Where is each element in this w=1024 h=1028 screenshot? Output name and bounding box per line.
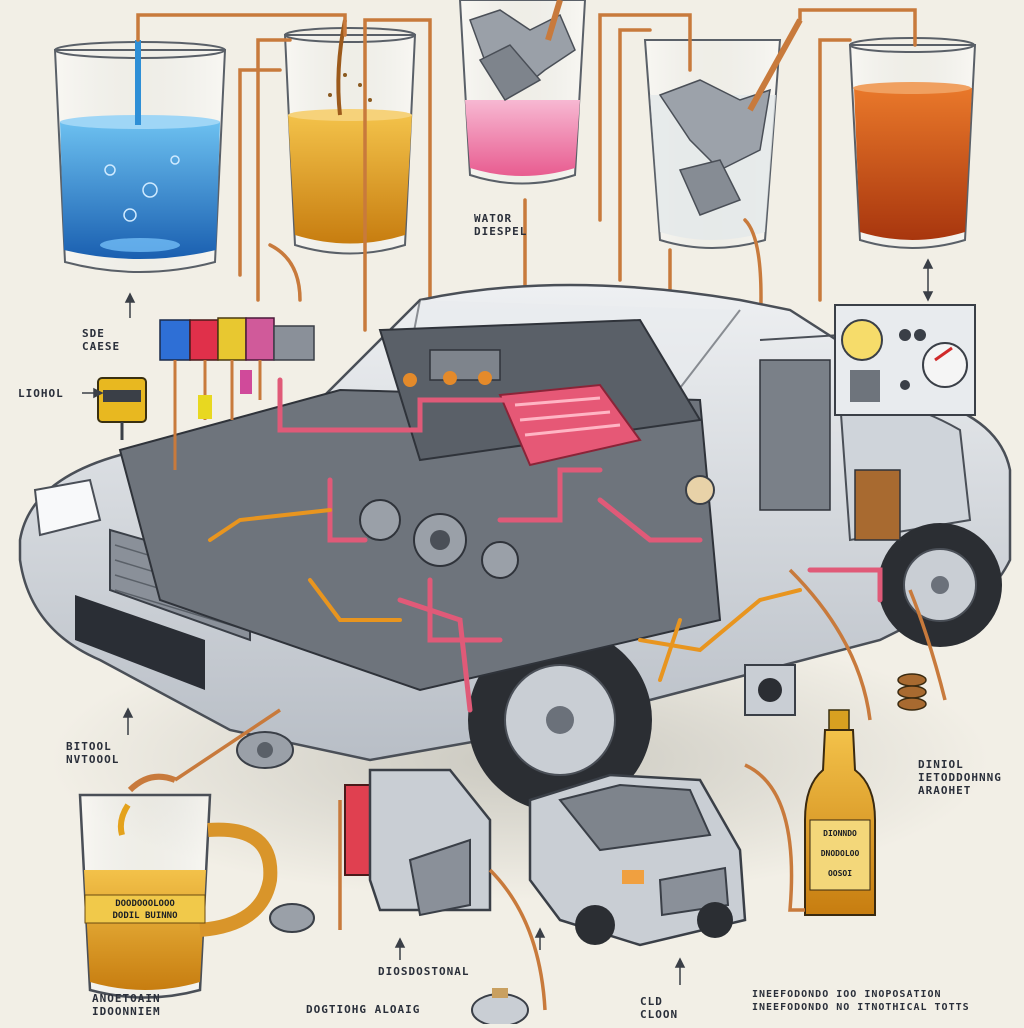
rear-wheel — [878, 523, 1002, 647]
label-sde-caese-line2: CAESE — [82, 340, 121, 353]
jug-label-line1: DOODOOOLOOO — [115, 899, 175, 909]
label-bitool-line2: NVTOOOL — [66, 753, 120, 766]
label-liohol-text: LIOHOL — [18, 387, 64, 400]
label-dinol-line1: DINIOL — [918, 758, 964, 771]
gauge-panel — [834, 304, 976, 416]
label-dinol: DINIOL IETODDOHNNG ARAOHET — [918, 758, 1002, 797]
label-bottom-left-line2: IDOONNIEM — [92, 1005, 161, 1018]
label-water-diesel-line2: DIESPEL — [474, 225, 528, 238]
label-liohol: LIOHOL — [18, 387, 64, 400]
speaker-box — [744, 664, 796, 716]
bottle-label-line2: DNODOLOO — [821, 849, 860, 858]
label-bottom-cld: CLD CLOON — [640, 995, 678, 1021]
front-wheel — [468, 628, 652, 812]
coil-spring — [897, 673, 927, 711]
oil-bottle: DIONNDO DNODOLOO OOSOI — [744, 568, 947, 916]
pink-coolant-pipes — [277, 377, 883, 713]
label-bitool: BITOOL NVTOOOL — [66, 740, 119, 766]
glass-clear-ice — [643, 18, 803, 249]
label-bitool-line1: BITOOL — [66, 740, 112, 753]
copper-pipes-top — [136, 8, 917, 382]
bottle-label-line3: OOSOI — [828, 869, 852, 878]
mini-truck — [528, 773, 747, 947]
bottle-label-line1: DIONNDO — [823, 829, 857, 838]
teapot-valve — [471, 988, 529, 1027]
yellow-meter — [97, 377, 147, 440]
label-sde-caese-line1: SDE — [82, 327, 105, 340]
label-bottom-left-line1: ANOETOAIN — [92, 992, 161, 1005]
label-bottom-left: ANOETOAIN IDOONNIEM — [92, 992, 161, 1018]
label-bottom-right-line2: INEEFODONDO NO ITNOTHICAL TOTTS — [752, 1002, 970, 1013]
orange-fuel-lines — [208, 508, 802, 682]
label-bottom-mid: DOGTIOHG ALOAIG — [306, 1003, 420, 1016]
label-dinol-line3: ARAOHET — [918, 784, 972, 797]
glass-amber-fuel — [283, 19, 417, 255]
measuring-jug: DOODOOOLOOO DODIL BUINNO — [78, 708, 281, 999]
jet-fan — [236, 731, 315, 933]
label-bottom-right: INEEFODONDO IOO INOPOSATION INEEFODONDO … — [752, 988, 970, 1014]
label-dinol-line2: IETODDOHNNG — [918, 771, 1002, 784]
jug-label-line2: DODIL BUINNO — [112, 911, 178, 921]
label-bottom-right-line1: INEEFODONDO IOO INOPOSATION — [752, 989, 942, 1000]
label-water-diesel-line1: WATOR — [474, 212, 513, 225]
glass-pink-ice — [458, 0, 587, 185]
label-bottom-center-text: DIOSDOSTONAL — [378, 965, 470, 978]
sensor-cluster — [159, 317, 315, 470]
engine-block — [118, 318, 901, 692]
label-sde-caese: SDE CAESE — [82, 327, 120, 353]
glass-blue-water — [53, 40, 227, 273]
label-water-diesel: WATOR DIESPEL — [474, 212, 527, 238]
glass-rust-oil — [848, 37, 977, 249]
label-bottom-center: DIOSDOSTONAL — [378, 965, 469, 978]
label-bottom-cld-line1: CLD — [640, 995, 663, 1008]
fuel-pump — [338, 768, 547, 1011]
label-bottom-cld-line2: CLOON — [640, 1008, 679, 1021]
annotation-arrows — [82, 258, 934, 985]
label-bottom-mid-text: DOGTIOHG ALOAIG — [306, 1003, 421, 1016]
